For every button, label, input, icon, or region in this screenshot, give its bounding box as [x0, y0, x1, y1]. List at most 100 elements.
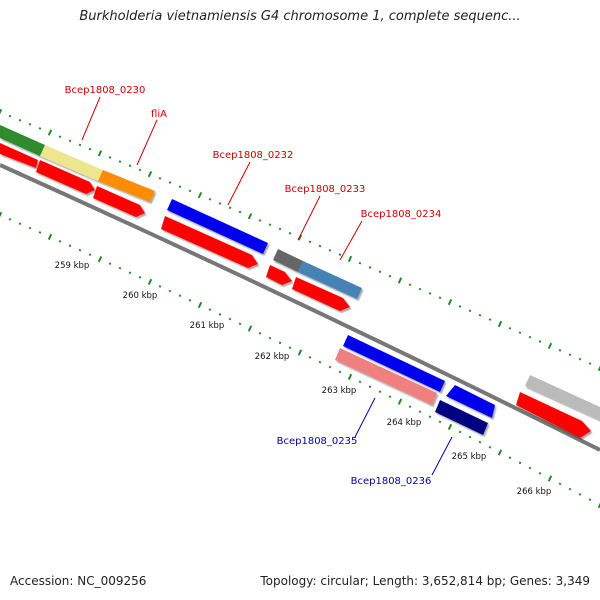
scale-label: 264 kbp — [387, 418, 422, 428]
cds-arrow[interactable] — [36, 160, 95, 194]
tick-mark — [297, 349, 303, 356]
scale-label: 261 kbp — [190, 321, 225, 331]
leader-line — [227, 161, 251, 206]
tick-mark — [518, 461, 522, 465]
gene-orange[interactable] — [98, 170, 155, 202]
gene-blue-0232[interactable] — [167, 199, 268, 254]
tick-mark — [488, 318, 492, 321]
tick-mark — [418, 410, 422, 414]
cds-arrow[interactable] — [161, 216, 258, 268]
tick-mark — [597, 501, 600, 509]
tick-mark — [518, 331, 522, 335]
tick-mark — [418, 287, 422, 291]
tick-mark — [158, 285, 162, 288]
tick-mark — [238, 322, 242, 326]
tick-mark — [538, 340, 542, 343]
tick-mark — [247, 325, 253, 332]
tick-mark — [408, 405, 412, 409]
tick-mark — [68, 244, 72, 248]
tick-mark — [78, 248, 82, 252]
tick-mark — [368, 385, 372, 389]
tick-mark — [228, 206, 232, 210]
tick-mark — [188, 189, 192, 193]
gene-label[interactable]: Bcep1808_0233 — [285, 184, 366, 195]
gene-gray-0233[interactable] — [273, 249, 303, 272]
tick-mark — [168, 181, 172, 184]
tick-mark — [397, 277, 403, 284]
gene-green[interactable] — [0, 125, 45, 156]
tick-mark — [138, 168, 142, 172]
tick-mark — [458, 305, 462, 308]
cds-arrow[interactable] — [292, 277, 350, 311]
leader-line — [431, 436, 453, 476]
tick-mark — [197, 301, 203, 309]
tick-mark — [0, 211, 3, 219]
tick-mark — [258, 219, 262, 222]
tick-mark — [488, 446, 492, 449]
tick-mark — [118, 266, 122, 270]
tick-mark — [588, 362, 592, 365]
gene-label[interactable]: Bcep1808_0234 — [361, 209, 442, 220]
gene-label[interactable]: fliA — [151, 109, 167, 120]
tick-mark — [318, 244, 322, 248]
tick-mark — [397, 398, 403, 405]
tick-mark — [538, 471, 542, 475]
tick-mark — [528, 335, 532, 339]
tick-mark — [597, 364, 600, 372]
tick-mark — [197, 191, 203, 199]
gene-label[interactable]: Bcep1808_0230 — [65, 85, 146, 96]
gene-label[interactable]: Bcep1808_0235 — [277, 436, 358, 447]
tick-mark — [578, 357, 582, 361]
gene-navy-0236[interactable] — [435, 400, 488, 435]
tick-mark — [288, 231, 292, 235]
tick-mark — [108, 262, 112, 266]
tick-mark — [447, 423, 453, 431]
tick-mark — [28, 226, 32, 230]
tick-mark — [438, 296, 442, 300]
tick-mark — [138, 275, 142, 279]
tick-mark — [558, 348, 562, 352]
gene-blue-small[interactable] — [446, 385, 495, 418]
tick-mark — [147, 278, 153, 286]
leader-line — [339, 220, 363, 261]
leader-line — [297, 195, 321, 241]
tick-mark — [218, 202, 222, 205]
tick-mark — [168, 289, 172, 293]
tick-mark — [238, 210, 242, 214]
cds-arrow[interactable] — [266, 265, 292, 285]
tick-mark — [97, 256, 103, 263]
tick-mark — [8, 114, 12, 118]
scale-label: 260 kbp — [123, 291, 158, 301]
tick-mark — [147, 170, 153, 178]
leader-line — [354, 397, 376, 438]
tick-mark — [278, 341, 282, 345]
tick-mark — [328, 365, 332, 369]
tick-mark — [568, 353, 572, 357]
cds-arrow[interactable] — [93, 186, 145, 217]
tick-mark — [338, 370, 342, 374]
tick-mark — [438, 420, 442, 424]
tick-mark — [68, 139, 72, 143]
tick-mark — [347, 255, 353, 263]
tick-mark — [528, 466, 532, 470]
tick-mark — [308, 240, 312, 244]
cds-arrow[interactable] — [0, 143, 38, 168]
genome-summary: Topology: circular; Length: 3,652,814 bp… — [260, 574, 590, 588]
scale-label: 262 kbp — [255, 352, 290, 362]
gene-lightgray[interactable] — [525, 375, 600, 420]
tick-mark — [497, 449, 503, 456]
gene-label[interactable]: Bcep1808_0232 — [213, 150, 294, 161]
gene-blue-0235[interactable] — [343, 335, 445, 392]
gene-label[interactable]: Bcep1808_0236 — [351, 476, 432, 487]
cds-arrow[interactable] — [516, 392, 591, 438]
tick-mark — [18, 118, 22, 122]
tick-mark — [547, 342, 553, 350]
gene-khaki[interactable] — [40, 145, 103, 181]
gene-steelblue-0234[interactable] — [298, 261, 362, 299]
leader-line — [81, 96, 101, 141]
tick-mark — [247, 213, 253, 220]
tick-mark — [47, 129, 53, 136]
gene-pink-0235[interactable] — [335, 348, 437, 405]
tick-mark — [497, 320, 503, 328]
tick-mark — [478, 440, 482, 444]
